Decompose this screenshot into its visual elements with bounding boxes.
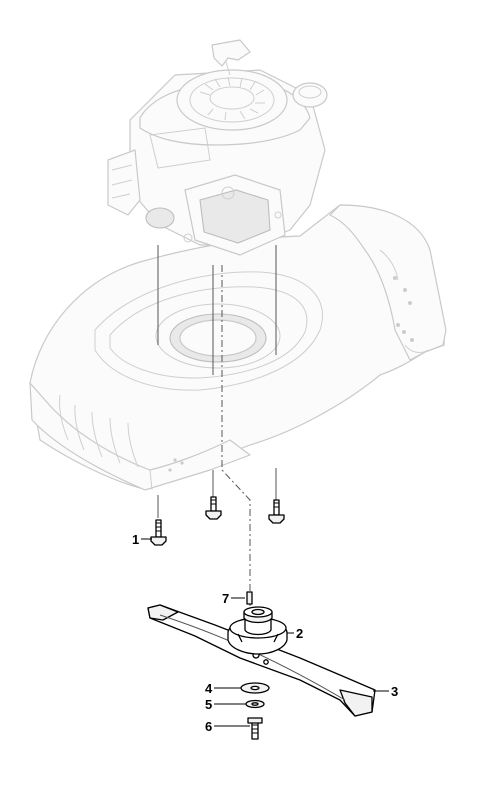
deck-screw-middle	[205, 496, 222, 520]
deck-screw-left	[150, 519, 167, 546]
callout-1: 1	[132, 532, 139, 547]
mower-deck	[29, 204, 447, 491]
callout-6: 6	[205, 719, 212, 734]
assembly-guide-lines	[157, 245, 277, 610]
engine	[107, 39, 328, 256]
cutting-blade	[147, 604, 376, 717]
deck-screw-right	[268, 499, 285, 524]
callout-3: 3	[391, 684, 398, 699]
blade-adapter-hub	[227, 606, 288, 655]
callout-4: 4	[205, 681, 213, 696]
callout-leaders	[141, 538, 389, 727]
flat-washer	[240, 682, 270, 694]
callout-5: 5	[205, 697, 212, 712]
callout-2: 2	[296, 626, 303, 641]
callout-7: 7	[222, 591, 229, 606]
blade-bolt	[247, 717, 263, 740]
spring-washer	[245, 699, 265, 709]
woodruff-key	[246, 591, 253, 605]
